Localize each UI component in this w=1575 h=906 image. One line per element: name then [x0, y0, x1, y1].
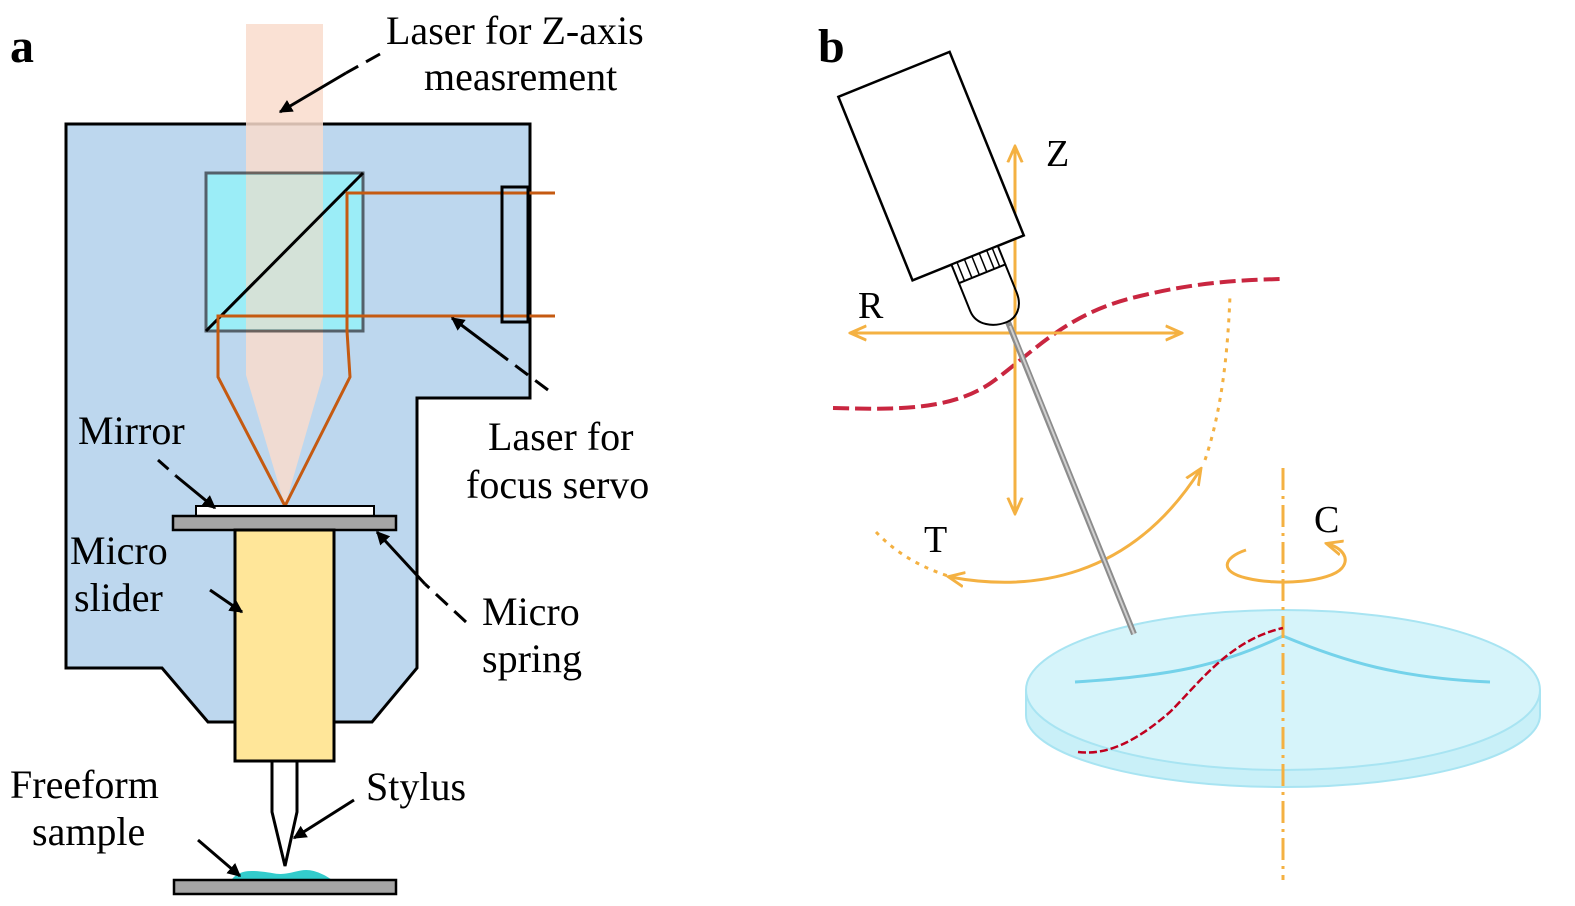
label-freeform-line1: Freeform: [10, 762, 159, 807]
panel-a-letter: a: [10, 20, 34, 73]
label-freeform-line2: sample: [32, 809, 145, 854]
t-rotation-arrow: [950, 470, 1200, 582]
micro-slider: [233, 528, 336, 763]
mirror: [195, 505, 375, 517]
side-window: [500, 185, 530, 324]
stylus: [270, 759, 299, 867]
c-rotation-arrow: [1225, 544, 1347, 584]
stylus-needle-highlight: [1009, 325, 1135, 635]
splitter-diagonal: [204, 171, 365, 333]
focus-servo-laser-path: [216, 191, 555, 507]
label-laser-z-line2: measrement: [424, 54, 617, 99]
panel-a: a: [10, 8, 649, 896]
label-axis-c: C: [1314, 499, 1339, 541]
measured-path-on-disk: [1077, 626, 1284, 754]
label-micro-slider-line1: Micro: [70, 528, 168, 573]
label-laser-focus-line1: Laser for: [488, 414, 633, 459]
panel-b: b: [818, 20, 1541, 880]
label-stylus: Stylus: [366, 764, 466, 809]
label-micro-spring-line1: Micro: [482, 589, 580, 634]
freeform-sample: [228, 868, 338, 881]
label-mirror: Mirror: [78, 408, 185, 453]
label-axis-t: T: [924, 519, 947, 561]
probe-head: [836, 50, 1026, 326]
t-arc-dotted-right: [1203, 294, 1232, 461]
sample-stage: [172, 878, 398, 896]
micro-spring: [171, 514, 398, 532]
label-laser-z-line1: Laser for Z-axis: [386, 8, 644, 53]
label-laser-focus-line2: focus servo: [466, 462, 649, 507]
probe-trajectory: [832, 277, 1283, 411]
label-axis-z: Z: [1046, 133, 1069, 175]
t-arc-dotted-left: [874, 530, 949, 578]
label-micro-slider-line2: slider: [74, 575, 163, 620]
label-micro-spring-line2: spring: [482, 636, 582, 681]
label-axis-r: R: [858, 285, 884, 327]
panel-b-letter: b: [818, 20, 845, 73]
label-leaders: [157, 52, 549, 878]
